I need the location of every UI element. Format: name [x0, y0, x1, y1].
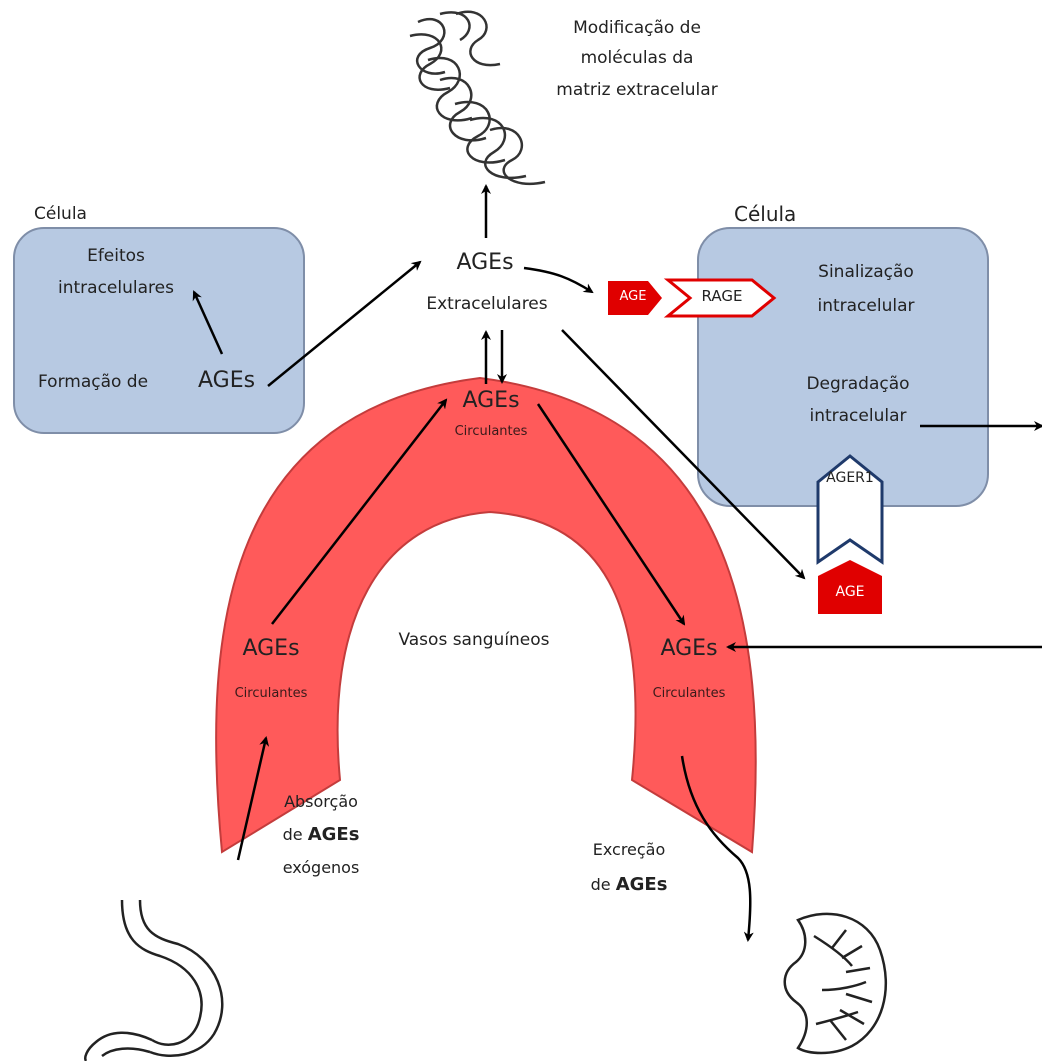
blood-vessel-arch [216, 378, 756, 852]
extracellular-ages: AGEs [430, 250, 540, 276]
kidney-illustration [785, 914, 886, 1053]
left-cell-effects-line2: intracelulares [36, 278, 196, 298]
right-cell-degrad-line1: Degradação [778, 374, 938, 394]
absorption-line2-prefix: de [283, 825, 303, 844]
absorption-line2: de AGEs [266, 824, 376, 846]
absorption-line3: exógenos [266, 858, 376, 877]
absorption-line1: Absorção [266, 792, 376, 811]
right-cell-title: Célula [734, 202, 796, 226]
left-cell-formation-ages: AGEs [198, 368, 255, 394]
excretion-line2-bold: AGEs [616, 874, 668, 895]
excretion-line2: de AGEs [574, 874, 684, 896]
matrix-label-line2: moléculas da [552, 48, 722, 68]
vessel-right-ages: AGEs [644, 636, 734, 662]
vessel-top-circulantes: Circulantes [436, 424, 546, 440]
vessel-left-circulantes: Circulantes [216, 686, 326, 702]
absorption-line2-bold: AGEs [308, 824, 360, 845]
matrix-label-line1: Modificação de [552, 18, 722, 38]
right-cell-signal-line2: intracelular [786, 296, 946, 316]
left-cell-effects-line1: Efeitos [36, 246, 196, 266]
left-cell-formation-prefix: Formação de [38, 372, 148, 392]
matrix-label-line3: matriz extracelular [532, 80, 742, 100]
ager1-label: AGER1 [816, 470, 884, 487]
age-bottom-label: AGE [818, 584, 882, 601]
extracellular-matrix-fibers [410, 12, 545, 184]
excretion-line1: Excreção [574, 840, 684, 859]
vessel-label: Vasos sanguíneos [374, 630, 574, 650]
excretion-line2-prefix: de [591, 875, 611, 894]
vessel-right-circulantes: Circulantes [634, 686, 744, 702]
vessel-left-ages: AGEs [226, 636, 316, 662]
vessel-top-ages: AGEs [446, 388, 536, 414]
rage-label: RAGE [690, 287, 754, 305]
stomach-illustration [85, 900, 222, 1061]
age-top-label: AGE [608, 289, 658, 305]
left-cell-title: Célula [34, 204, 87, 224]
right-cell-degrad-line2: intracelular [778, 406, 938, 426]
right-cell-signal-line1: Sinalização [786, 262, 946, 282]
extracellular-label: Extracelulares [402, 294, 572, 314]
